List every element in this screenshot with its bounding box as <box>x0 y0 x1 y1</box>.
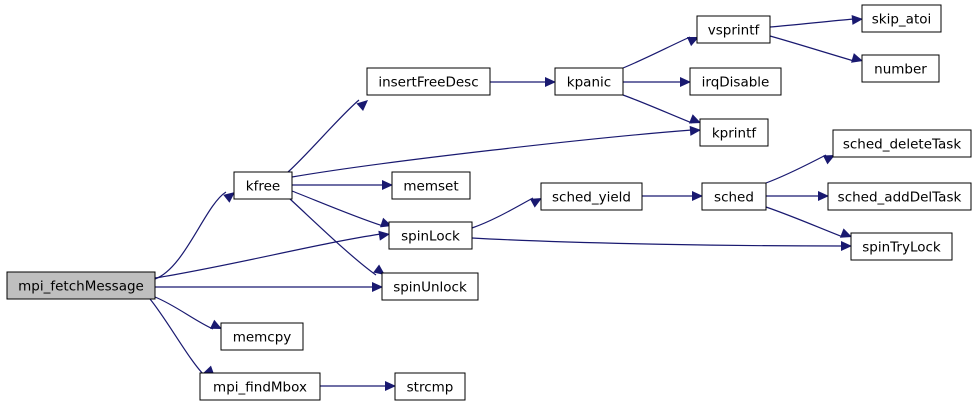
edge-mpi_findMbox-to-strcmp <box>320 381 396 391</box>
arrowhead <box>385 381 396 391</box>
node-sched_deleteTask[interactable]: sched_deleteTask <box>832 129 972 158</box>
arrowhead <box>692 191 703 201</box>
edge-mpi_fetchMessage-to-spinLock <box>154 230 390 279</box>
node-number[interactable]: number <box>861 54 940 83</box>
node-strcmp[interactable]: strcmp <box>394 372 466 401</box>
edge-kfree-to-insertFreeDesc <box>287 99 368 173</box>
edge-mpi_fetchMessage-to-mpi_findMbox <box>149 298 215 378</box>
edge-vsprintf-to-number <box>769 35 863 63</box>
arrowhead <box>378 230 390 241</box>
node-box-mpi_fetchMessage[interactable] <box>6 271 156 300</box>
node-sched_addDelTask[interactable]: sched_addDelTask <box>827 182 972 211</box>
edge-insertFreeDesc-to-kpanic <box>490 77 556 87</box>
node-box-sched[interactable] <box>701 182 767 211</box>
node-vsprintf[interactable]: vsprintf <box>696 15 771 44</box>
node-insertFreeDesc[interactable]: insertFreeDesc <box>366 67 491 96</box>
arrowhead <box>545 77 556 87</box>
arrowhead <box>372 282 383 292</box>
node-box-mpi_findMbox[interactable] <box>199 372 321 401</box>
node-kprintf[interactable]: kprintf <box>699 118 769 147</box>
edge-kpanic-to-vsprintf <box>622 36 699 69</box>
nodes-layer: mpi_fetchMessage kfree insertFreeDesc kpani… <box>6 4 972 401</box>
node-box-memset[interactable] <box>391 171 471 200</box>
node-box-spinUnlock[interactable] <box>381 272 479 301</box>
edge-sched-to-sched_addDelTask <box>766 191 829 201</box>
node-box-spinLock[interactable] <box>388 221 473 250</box>
arrowhead <box>689 125 701 136</box>
edge-sched_yield-to-sched <box>642 191 703 201</box>
edge-kfree-to-memset <box>292 180 393 190</box>
arrowhead <box>373 264 385 275</box>
arrowhead <box>680 77 691 87</box>
edge-mpi_fetchMessage-to-spinUnlock <box>155 282 383 292</box>
arrowhead <box>356 100 368 112</box>
arrowhead <box>822 155 835 165</box>
edge-mpi_fetchMessage-to-kfree <box>154 191 235 280</box>
node-box-kprintf[interactable] <box>699 118 769 147</box>
arrowhead <box>851 14 863 25</box>
arrowhead <box>223 192 235 203</box>
edge-vsprintf-to-skip_atoi <box>769 14 863 28</box>
node-box-sched_yield[interactable] <box>540 182 643 211</box>
node-memset[interactable]: memset <box>391 171 471 200</box>
edge-spinLock-to-sched_yield <box>471 197 542 229</box>
arrowhead <box>529 198 542 208</box>
node-sched[interactable]: sched <box>701 182 767 211</box>
node-box-kfree[interactable] <box>233 171 293 200</box>
node-box-number[interactable] <box>861 54 940 83</box>
node-spinUnlock[interactable]: spinUnlock <box>381 272 479 301</box>
arrowhead <box>851 53 863 63</box>
arrowhead <box>686 37 699 47</box>
node-spinLock[interactable]: spinLock <box>388 221 473 250</box>
node-memcpy[interactable]: memcpy <box>220 322 304 351</box>
edge-spinLock-to-spinTryLock <box>471 237 852 251</box>
arrowhead <box>382 180 393 190</box>
node-box-vsprintf[interactable] <box>696 15 771 44</box>
arrowhead <box>209 319 222 329</box>
edge-sched-to-spinTryLock <box>765 206 852 238</box>
node-sched_yield[interactable]: sched_yield <box>540 182 643 211</box>
edge-kpanic-to-kprintf <box>622 94 701 124</box>
node-box-sched_addDelTask[interactable] <box>827 182 972 211</box>
edge-sched-to-sched_deleteTask <box>765 154 835 184</box>
node-box-skip_atoi[interactable] <box>861 4 942 33</box>
arrowhead <box>839 228 852 238</box>
node-kpanic[interactable]: kpanic <box>554 67 624 96</box>
node-box-kpanic[interactable] <box>554 67 624 96</box>
edge-mpi_fetchMessage-to-memcpy <box>154 296 222 330</box>
node-box-sched_deleteTask[interactable] <box>832 129 972 158</box>
node-mpi_fetchMessage[interactable]: mpi_fetchMessage <box>6 271 156 300</box>
arrowhead <box>688 114 701 124</box>
node-box-memcpy[interactable] <box>220 322 304 351</box>
node-spinTryLock[interactable]: spinTryLock <box>850 232 953 261</box>
edge-kfree-to-spinLock <box>291 190 392 228</box>
node-irqDisable[interactable]: irqDisable <box>689 67 782 96</box>
edge-kpanic-to-irqDisable <box>623 77 691 87</box>
node-kfree[interactable]: kfree <box>233 171 293 200</box>
edges-layer <box>149 14 863 391</box>
arrowhead <box>840 240 852 251</box>
arrowhead <box>818 191 829 201</box>
edge-kfree-to-spinUnlock <box>289 198 385 276</box>
node-box-irqDisable[interactable] <box>689 67 782 96</box>
node-skip_atoi[interactable]: skip_atoi <box>861 4 942 33</box>
node-mpi_findMbox[interactable]: mpi_findMbox <box>199 372 321 401</box>
edge-kfree-to-kprintf <box>291 125 701 178</box>
node-box-spinTryLock[interactable] <box>850 232 953 261</box>
node-box-strcmp[interactable] <box>394 372 466 401</box>
node-box-insertFreeDesc[interactable] <box>366 67 491 96</box>
